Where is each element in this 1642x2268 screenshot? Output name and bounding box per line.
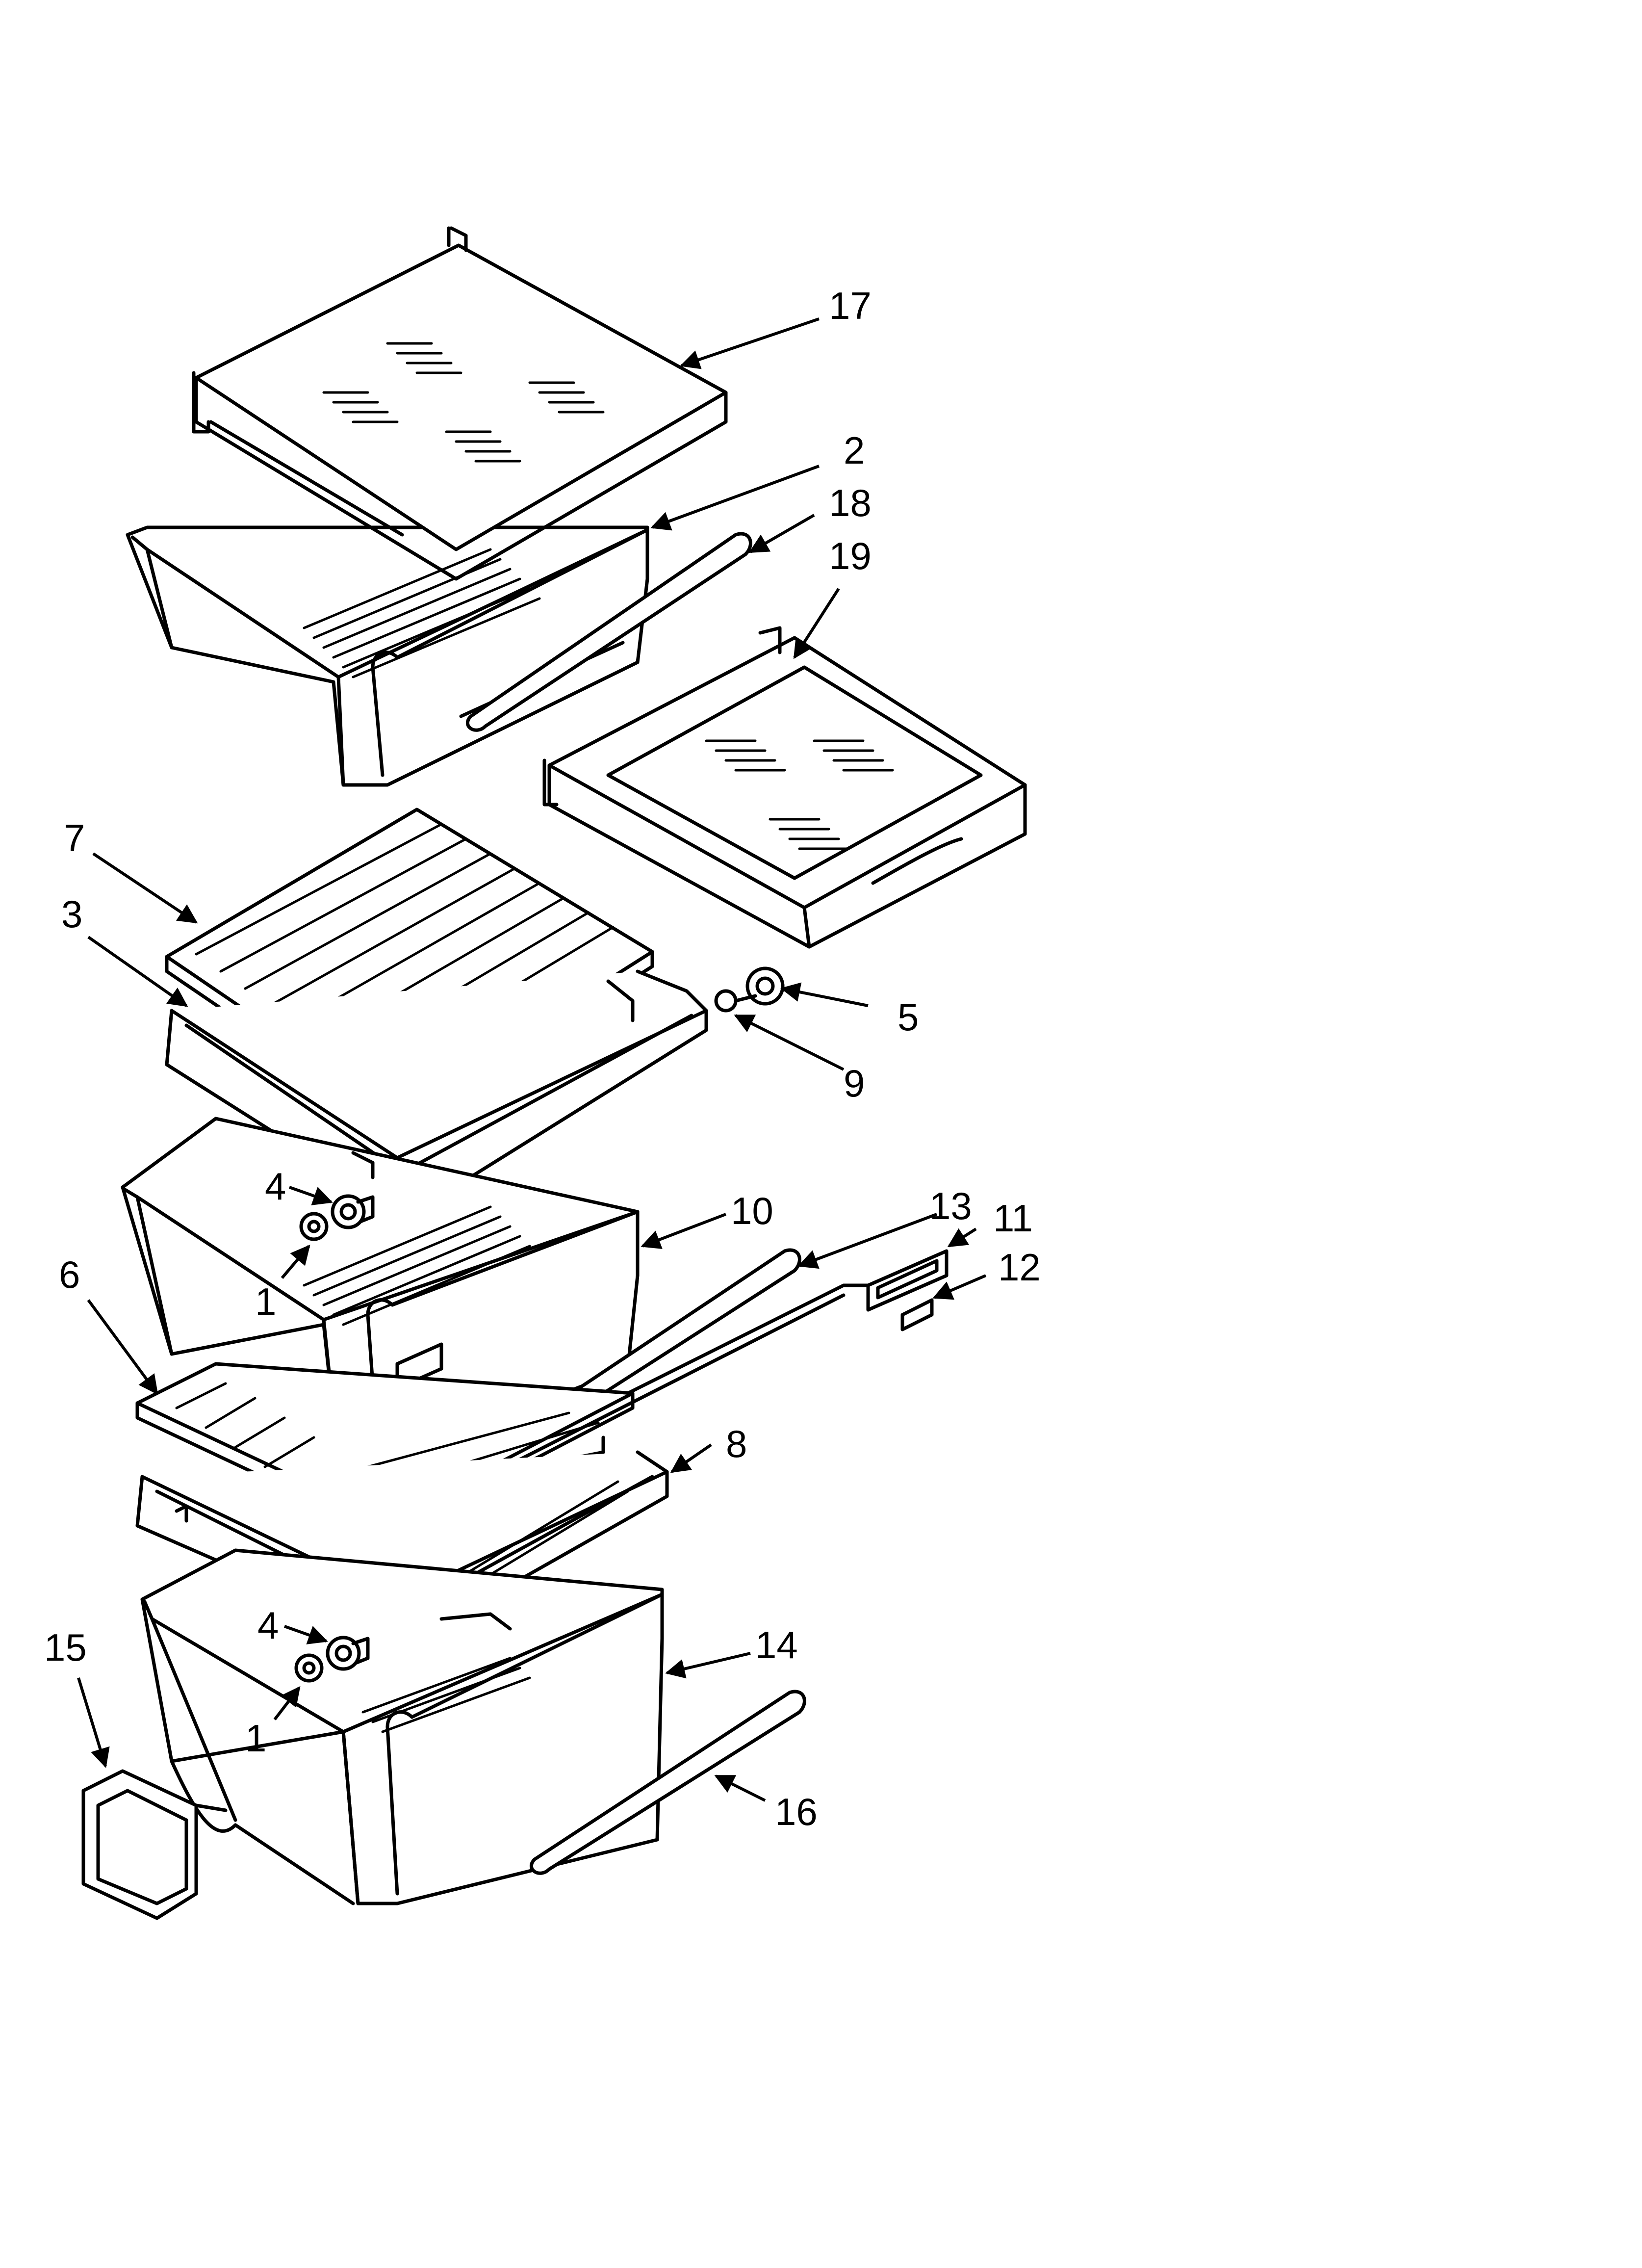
glass-shelf-19 — [542, 626, 1027, 949]
callout-4-upper: 4 — [265, 1165, 286, 1208]
callout-19: 19 — [829, 534, 872, 577]
callout-2: 2 — [844, 429, 865, 472]
cover-frost-marks — [322, 342, 605, 463]
upper-drawer-handle-rail — [466, 532, 752, 732]
callout-13: 13 — [929, 1184, 972, 1227]
callout-3: 3 — [61, 892, 82, 936]
drawer-slide-hardware-lower — [294, 1636, 370, 1683]
callout-10: 10 — [731, 1189, 773, 1232]
drawer-slide-hardware-upper — [299, 1194, 375, 1241]
lower-crisper-drawer — [140, 1548, 664, 1905]
shelf19-frost-marks — [705, 739, 894, 850]
callout-12: 12 — [998, 1246, 1041, 1289]
callout-7: 7 — [64, 816, 85, 860]
callout-1-upper: 1 — [255, 1280, 276, 1323]
callout-18: 18 — [829, 481, 872, 524]
middle-drawer-ribs — [303, 1205, 531, 1326]
middle-crisper-drawer — [121, 1117, 640, 1464]
callout-5: 5 — [898, 995, 919, 1039]
upper-drawer-ribs — [303, 548, 541, 678]
lower-drawer-ribs — [361, 1657, 531, 1733]
upper-drawer-cover-shelf — [192, 226, 728, 581]
leader-lines — [77, 317, 987, 1802]
callout-8: 8 — [726, 1422, 747, 1465]
callout-4-lower: 4 — [257, 1604, 279, 1647]
callout-1-lower: 1 — [245, 1717, 266, 1760]
callout-17: 17 — [829, 284, 872, 327]
callout-11: 11 — [993, 1197, 1033, 1240]
callout-6: 6 — [59, 1253, 80, 1296]
control-clip-12 — [900, 1298, 934, 1331]
control-cover-15 — [81, 1769, 228, 1920]
callout-labels: 17 2 18 19 7 3 5 9 4 10 13 11 12 1 6 8 4… — [44, 284, 1041, 1833]
control-cover-11 — [866, 1249, 949, 1312]
callout-14: 14 — [755, 1623, 798, 1667]
callout-15: 15 — [44, 1626, 87, 1669]
callout-16: 16 — [775, 1790, 818, 1833]
shelf-support-5 — [745, 966, 785, 1006]
screw-9 — [714, 989, 757, 1013]
lower-drawer-handle-rail — [530, 1690, 806, 1875]
callout-9: 9 — [844, 1062, 865, 1105]
